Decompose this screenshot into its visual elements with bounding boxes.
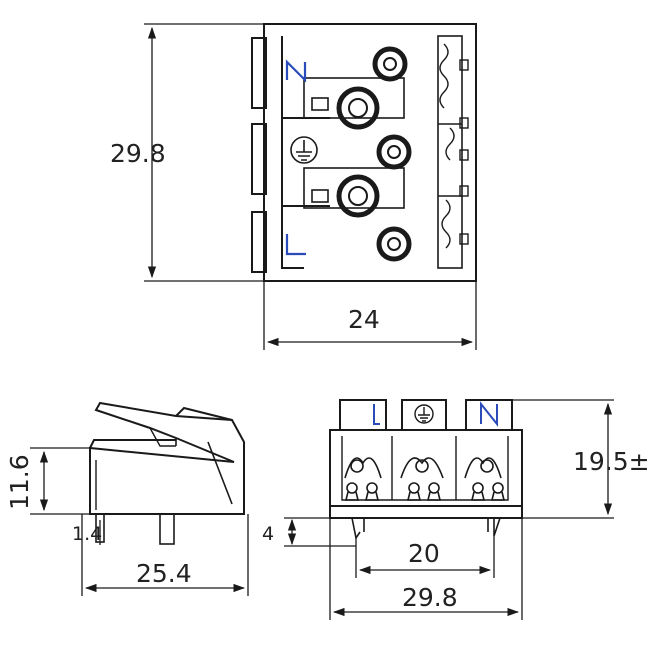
- dim-height-top-view: 29.8: [110, 139, 166, 168]
- front-pin: [487, 517, 501, 537]
- dim-width-front-view: 29.8: [402, 583, 458, 612]
- earth-symbol-icon: [290, 136, 318, 164]
- front-view-dimensions: [284, 399, 614, 620]
- side-pin: [159, 513, 175, 545]
- dim-pin-pitch-front-view: 20: [408, 539, 440, 568]
- top-view-left-slot: [251, 211, 267, 273]
- lever-tab-left: [339, 399, 387, 431]
- lever-hole: [336, 86, 380, 130]
- dim-height-front-view: 19.5±1: [573, 447, 652, 476]
- side-view: [89, 401, 245, 545]
- front-pin: [351, 517, 365, 541]
- top-view-body: [263, 23, 477, 282]
- line-mark: [285, 234, 306, 256]
- top-view: [251, 23, 477, 282]
- dim-length-side-view: 25.4: [136, 559, 192, 588]
- top-view-left-slot: [251, 123, 267, 195]
- side-view-body: [89, 401, 245, 515]
- side-view-dimensions: [30, 447, 249, 596]
- lever-hole: [336, 174, 380, 218]
- wire-hole: [376, 226, 412, 262]
- dim-width-top-view: 24: [348, 305, 380, 334]
- dim-pin-length-front-view: 4: [262, 523, 274, 545]
- top-view-markings: [285, 59, 307, 256]
- front-view: [329, 399, 523, 541]
- dim-height-side-view: 11.6: [5, 454, 34, 510]
- top-view-dimensions: [144, 23, 477, 350]
- wire-hole: [372, 46, 408, 82]
- dim-pin-offset-side-view: 1.4: [72, 523, 102, 545]
- top-view-left-slot: [251, 37, 267, 109]
- neutral-mark-front: [480, 401, 498, 427]
- wire-hole: [376, 134, 412, 170]
- neutral-mark: [285, 59, 307, 83]
- front-view-markings: [373, 401, 498, 427]
- line-mark-front: [373, 404, 380, 425]
- earth-symbol-icon: [414, 404, 434, 424]
